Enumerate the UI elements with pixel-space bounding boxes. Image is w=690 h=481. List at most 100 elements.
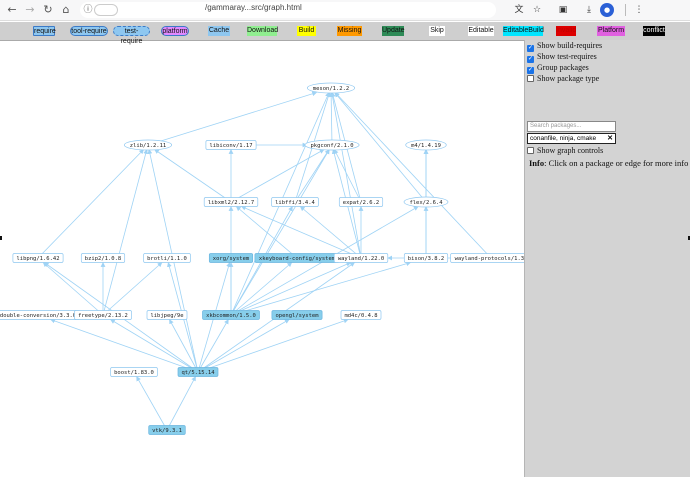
edge-wayland-libffi[interactable] — [299, 206, 362, 259]
edge-qt-xkbcommon[interactable] — [197, 319, 229, 373]
address-bar[interactable] — [80, 2, 496, 18]
dependency-graph[interactable]: meson/1.2.2 zlib/1.2.11 libiconv/1.17 pkgco… — [0, 41, 532, 477]
edge-qt-freetype[interactable] — [110, 319, 199, 373]
node-shape[interactable] — [306, 82, 356, 94]
edge-waylandproto-meson[interactable] — [334, 92, 492, 259]
checkbox-build-requires[interactable]: ✓ — [527, 45, 534, 52]
node-pkgconf[interactable]: pkgconf/2.1.0 — [304, 139, 360, 151]
node-shape[interactable] — [333, 253, 389, 263]
node-libjpeg[interactable]: libjpeg/9e — [146, 310, 188, 320]
node-shape[interactable] — [403, 196, 449, 208]
edge-xkbcommon-xkeyboard[interactable] — [230, 262, 293, 316]
option-show-build-requires[interactable]: ✓Show build-requires — [527, 41, 602, 52]
node-bzip2[interactable]: bzip2/1.0.8 — [80, 253, 126, 263]
node-shape[interactable] — [405, 139, 447, 151]
edge-libxml2-zlib[interactable] — [154, 149, 232, 203]
option-show-package-type[interactable]: Show package type — [527, 74, 599, 84]
url-text[interactable]: /gammaray...src/graph.html — [205, 3, 302, 12]
back-icon[interactable]: ← — [7, 3, 17, 16]
edge-zlib-meson[interactable] — [147, 91, 318, 146]
node-shape[interactable] — [143, 253, 191, 263]
edge-xkbcommon-wayland[interactable] — [230, 262, 352, 316]
node-flex[interactable]: flex/2.6.4 — [403, 196, 449, 208]
forward-icon[interactable]: → — [25, 3, 35, 16]
node-shape[interactable] — [110, 367, 158, 377]
node-vtk[interactable]: vtk/9.3.1 — [148, 425, 186, 435]
node-shape[interactable] — [148, 425, 186, 435]
edge-freetype-zlib[interactable] — [102, 149, 149, 316]
node-libxml2[interactable]: libxml2/2.12.7 — [203, 197, 259, 207]
node-boost[interactable]: boost/1.83.0 — [110, 367, 158, 377]
edge-qt-opengl[interactable] — [197, 319, 290, 373]
node-shape[interactable] — [205, 140, 257, 150]
node-shape[interactable] — [203, 197, 259, 207]
edge-wayland-libxml2[interactable] — [241, 206, 362, 259]
edge-wayland-meson[interactable] — [330, 92, 362, 259]
edge-freetype-brotli[interactable] — [102, 262, 163, 316]
edge-freetype-libpng[interactable] — [42, 262, 104, 316]
translate-icon[interactable]: 文 — [514, 5, 524, 15]
node-qt[interactable]: qt/5.15.14 — [177, 367, 219, 377]
checkbox-group-packages[interactable]: ✓ — [527, 67, 534, 74]
checkbox-test-requires[interactable]: ✓ — [527, 56, 534, 63]
node-xorg[interactable]: xorg/system — [208, 253, 254, 263]
node-zlib[interactable]: zlib/1.2.11 — [123, 139, 173, 151]
node-xkeyboard[interactable]: xkeyboard-config/system — [254, 253, 340, 263]
star-icon[interactable]: ☆ — [532, 5, 542, 15]
search-packages-input[interactable]: Search packages... — [527, 121, 616, 132]
edge-libxml2-pkgconf[interactable] — [230, 149, 325, 203]
edge-libffi-pkgconf[interactable] — [294, 149, 330, 203]
edge-qt-libjpeg[interactable] — [169, 319, 199, 373]
node-shape[interactable] — [338, 197, 384, 207]
node-shape[interactable] — [202, 310, 260, 320]
edge-vtk-qt[interactable] — [166, 376, 196, 431]
home-icon[interactable]: ⌂ — [62, 3, 70, 16]
node-shape[interactable] — [340, 310, 382, 320]
edge-xkbcommon-bison[interactable] — [230, 261, 412, 316]
graph-canvas[interactable]: meson/1.2.2 zlib/1.2.11 libiconv/1.17 pkgco… — [0, 41, 532, 477]
node-doubleconv[interactable]: double-conversion/3.3.0 — [0, 310, 81, 320]
edge-expat-pkgconf[interactable] — [333, 149, 362, 203]
extensions-icon[interactable]: ▣ — [558, 5, 568, 15]
edge-xkbcommon-pkgconf[interactable] — [230, 149, 330, 316]
url-chip[interactable] — [94, 4, 118, 16]
exclude-filter-input[interactable]: conanfile, ninja, cmake ✕ — [527, 133, 616, 144]
node-expat[interactable]: expat/2.6.2 — [338, 197, 384, 207]
node-freetype[interactable]: freetype/2.13.2 — [74, 310, 132, 320]
node-shape[interactable] — [208, 253, 254, 263]
node-shape[interactable] — [271, 197, 319, 207]
node-md4c[interactable]: md4c/0.4.8 — [340, 310, 382, 320]
edge-vtk-boost[interactable] — [136, 376, 168, 431]
node-shape[interactable] — [80, 253, 126, 263]
node-shape[interactable] — [146, 310, 188, 320]
edge-flex-meson[interactable] — [334, 92, 427, 203]
menu-icon[interactable]: ⋮ — [634, 5, 644, 15]
checkbox-package-type[interactable] — [527, 75, 534, 82]
node-m4[interactable]: m4/1.4.19 — [405, 139, 447, 151]
edge-qt-md4c[interactable] — [197, 318, 349, 373]
node-shape[interactable] — [304, 139, 360, 151]
reload-icon[interactable]: ↻ — [43, 3, 53, 16]
download-icon[interactable]: ⤓ — [587, 5, 591, 15]
profile-icon[interactable]: ● — [600, 3, 614, 17]
edge-pkgconf-meson[interactable] — [328, 92, 334, 146]
node-libpng[interactable]: libpng/1.6.42 — [12, 253, 64, 263]
node-libffi[interactable]: libffi/3.4.4 — [271, 197, 319, 207]
option-show-test-requires[interactable]: ✓Show test-requires — [527, 52, 597, 63]
node-meson[interactable]: meson/1.2.2 — [306, 82, 356, 94]
site-info-icon[interactable]: ⓘ — [83, 5, 93, 15]
node-waylandproto[interactable]: wayland-protocols/1.33 — [450, 253, 532, 263]
node-shape[interactable] — [177, 367, 219, 377]
checkbox-graph-controls[interactable] — [527, 147, 534, 154]
option-show-graph-controls[interactable]: Show graph controls — [527, 146, 603, 156]
node-brotli[interactable]: brotli/1.1.0 — [143, 253, 191, 263]
node-shape[interactable] — [74, 310, 132, 320]
node-shape[interactable] — [271, 310, 323, 320]
node-shape[interactable] — [12, 253, 64, 263]
edge-xkeyboard-libxml2[interactable] — [235, 206, 298, 259]
edge-qt-doubleconv[interactable] — [50, 318, 199, 373]
node-libiconv[interactable]: libiconv/1.17 — [205, 140, 257, 150]
node-xkbcommon[interactable]: xkbcommon/1.5.0 — [202, 310, 260, 320]
node-opengl[interactable]: opengl/system — [271, 310, 323, 320]
node-bison[interactable]: bison/3.8.2 — [403, 253, 449, 263]
